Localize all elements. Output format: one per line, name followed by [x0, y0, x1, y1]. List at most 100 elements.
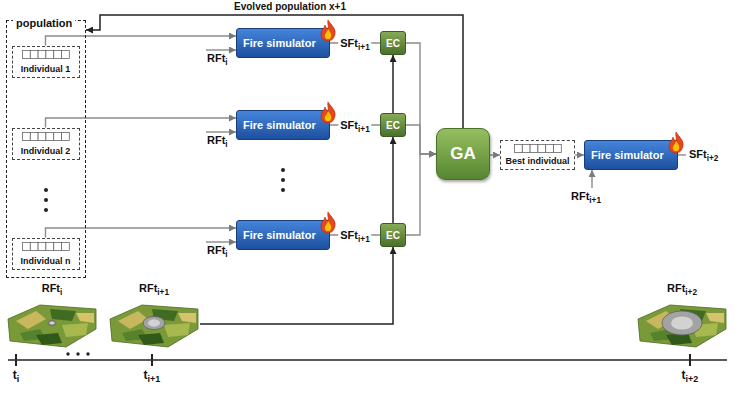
best-individual-box: Best individual — [500, 140, 575, 170]
connector — [46, 228, 237, 238]
chromosome-cells — [22, 132, 70, 141]
gene-cell — [45, 132, 53, 140]
burned-area — [671, 316, 693, 329]
flame-outer — [321, 212, 335, 233]
node-label: Individual 2 — [21, 146, 71, 156]
flame-icon — [319, 211, 337, 234]
node-label: Individual n — [20, 256, 70, 266]
connector — [46, 118, 237, 128]
ec-box: EC — [380, 223, 406, 247]
dot — [44, 198, 48, 202]
node-label: RFti+2 — [665, 282, 699, 294]
text-part: RFt — [207, 52, 225, 64]
flame-inner — [325, 29, 331, 39]
text-part: SFt — [340, 119, 358, 131]
chromosome-cells — [22, 50, 70, 59]
flame-inner — [325, 221, 331, 231]
subscript: i — [17, 374, 20, 384]
terrain-land — [8, 305, 96, 347]
timeline-tick — [689, 354, 691, 366]
vegetation-patch — [138, 333, 164, 345]
node-label: Fire simulator — [591, 149, 664, 161]
vegetation-patch — [76, 313, 94, 323]
subscript: i+2 — [685, 288, 697, 297]
population-box: Individual 1 Individual 2 Individual n popu… — [6, 20, 86, 278]
subscript: i+1 — [358, 125, 370, 134]
subscript: i — [225, 250, 227, 259]
gene-cell — [30, 132, 38, 140]
node-label: EC — [386, 230, 400, 241]
burned-area — [48, 321, 56, 326]
gene-cell — [61, 132, 69, 140]
ga-box: GA — [436, 128, 490, 180]
individual-box: Individual 1 — [12, 46, 80, 78]
terrain-land — [638, 305, 726, 347]
flame-icon — [667, 131, 685, 154]
ellipsis-dots — [44, 168, 285, 212]
subscript: i+2 — [707, 154, 719, 163]
edge-label: SFti+1 — [338, 37, 371, 49]
gene-cell — [522, 145, 530, 153]
dot — [44, 188, 48, 192]
timeline — [8, 359, 727, 361]
terrain-map: RFti+2 — [636, 282, 728, 350]
gene-cell — [545, 145, 553, 153]
chromosome-cells — [22, 242, 70, 251]
node-label: RFti — [40, 282, 65, 294]
connector — [200, 247, 393, 324]
node-label: Fire simulator — [243, 119, 316, 131]
gene-cell — [537, 145, 545, 153]
input-arrow — [206, 241, 236, 242]
data-label: RFti — [206, 134, 229, 146]
edge-label: Evolved population x+1 — [232, 1, 348, 12]
vegetation-patch — [118, 311, 148, 329]
node-label: RFti+1 — [137, 282, 171, 294]
text-part: RFt — [42, 282, 60, 294]
connector — [575, 154, 584, 155]
node-label: EC — [386, 38, 400, 49]
gene-cell — [22, 50, 30, 58]
text-part: SFt — [689, 148, 707, 160]
time-label: ti+2 — [681, 368, 700, 382]
input-arrow — [206, 49, 236, 50]
dot — [281, 168, 285, 172]
gene-cell — [61, 50, 69, 58]
gene-cell — [53, 242, 61, 250]
text-part: t — [144, 368, 148, 382]
gene-cell — [38, 50, 46, 58]
gene-cell — [45, 50, 53, 58]
subscript: i — [225, 140, 227, 149]
terrain-illustration — [636, 299, 728, 349]
fire-simulator-box: Fire simulator — [584, 140, 678, 170]
vegetation-patch — [36, 333, 62, 345]
node-label: EC — [386, 120, 400, 131]
subscript: i+2 — [686, 374, 699, 384]
terrain-land — [110, 305, 198, 347]
terrain-map: RFti — [6, 282, 98, 350]
data-label: SFti+2 — [688, 148, 719, 160]
flame-inner — [673, 141, 679, 151]
node-label: Individual 1 — [21, 64, 71, 74]
vegetation-patch — [178, 313, 196, 323]
individual-box: Individual 2 — [12, 128, 80, 160]
subscript: i — [60, 288, 62, 297]
vegetation-patch — [16, 311, 46, 329]
fire-simulator-box: Fire simulator — [236, 110, 330, 140]
connector — [490, 154, 500, 155]
ellipsis-dots — [66, 352, 89, 355]
text-part: RFt — [139, 282, 157, 294]
data-label: RFti+1 — [570, 190, 602, 202]
ec-box: EC — [380, 113, 406, 137]
gene-cell — [22, 242, 30, 250]
node-label: population — [13, 17, 75, 29]
gene-cell — [530, 145, 538, 153]
vegetation-patch — [706, 313, 724, 323]
subscript: i — [225, 58, 227, 67]
output-line — [678, 154, 686, 155]
time-label: ti — [12, 368, 21, 382]
terrain-map: RFti+1 — [108, 282, 200, 350]
